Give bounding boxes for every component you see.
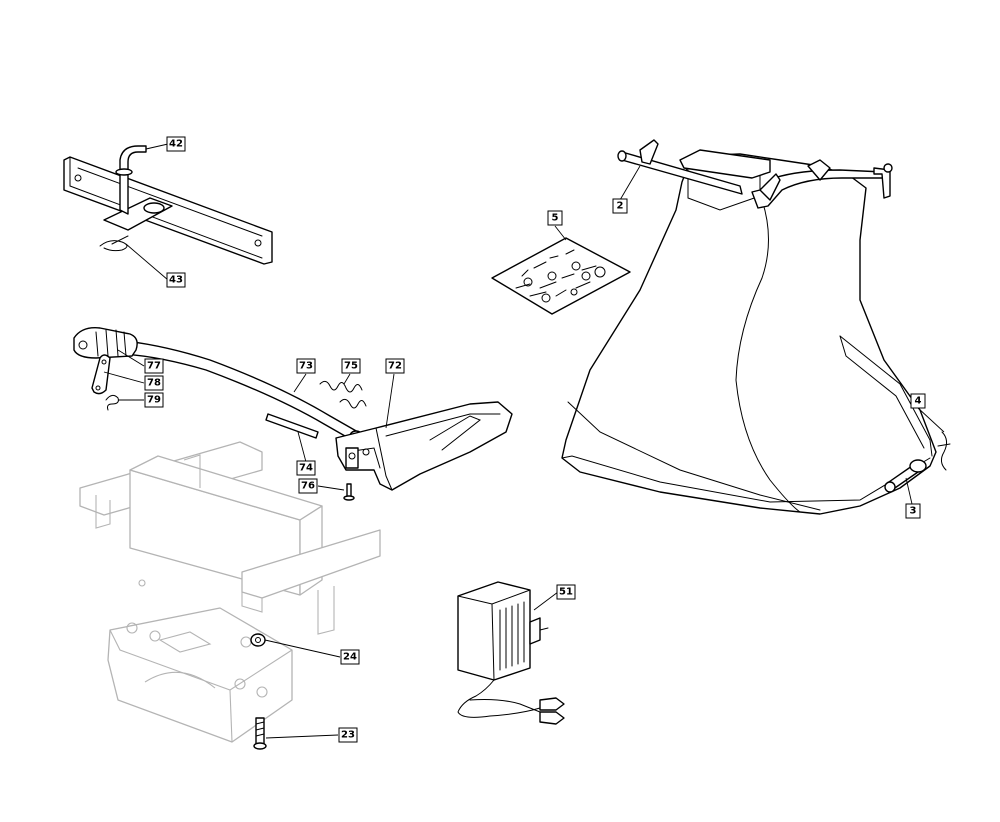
callout-4: 4	[910, 393, 926, 409]
callout-label-74: 74	[299, 463, 313, 474]
callout-label-51: 51	[559, 587, 573, 598]
callout-5: 5	[547, 210, 563, 226]
callout-label-75: 75	[344, 361, 358, 372]
callout-78: 78	[144, 375, 164, 391]
callout-42: 42	[166, 136, 186, 152]
fastener-hardware	[250, 633, 267, 750]
callout-76: 76	[298, 478, 318, 494]
callout-label-43: 43	[169, 275, 183, 286]
callout-2: 2	[612, 198, 628, 214]
lift-lever-assembly	[73, 327, 513, 501]
callout-label-76: 76	[301, 481, 315, 492]
callout-3: 3	[905, 503, 921, 519]
callout-label-4: 4	[915, 396, 922, 407]
callout-72: 72	[385, 358, 405, 374]
hardware-bag	[491, 237, 631, 315]
callout-label-73: 73	[299, 361, 313, 372]
callout-label-42: 42	[169, 139, 183, 150]
callout-23: 23	[338, 727, 358, 743]
grass-catcher	[561, 139, 951, 515]
callout-label-5: 5	[552, 213, 559, 224]
callout-label-3: 3	[910, 506, 917, 517]
callout-label-23: 23	[341, 730, 355, 741]
callout-43: 43	[166, 272, 186, 288]
mower-chassis-ghost	[79, 441, 381, 743]
callout-24: 24	[340, 649, 360, 665]
battery-charger	[457, 581, 565, 725]
callout-75: 75	[341, 358, 361, 374]
callout-73: 73	[296, 358, 316, 374]
callout-74: 74	[296, 460, 316, 476]
callout-51: 51	[556, 584, 576, 600]
hitch-rail-assembly	[63, 145, 273, 265]
callout-label-77: 77	[147, 361, 161, 372]
callout-77: 77	[144, 358, 164, 374]
callout-label-72: 72	[388, 361, 402, 372]
callout-79: 79	[144, 392, 164, 408]
leader-lines	[103, 143, 945, 739]
callout-label-78: 78	[147, 378, 161, 389]
callout-label-2: 2	[617, 201, 624, 212]
callout-label-24: 24	[343, 652, 357, 663]
callout-label-79: 79	[147, 395, 161, 406]
